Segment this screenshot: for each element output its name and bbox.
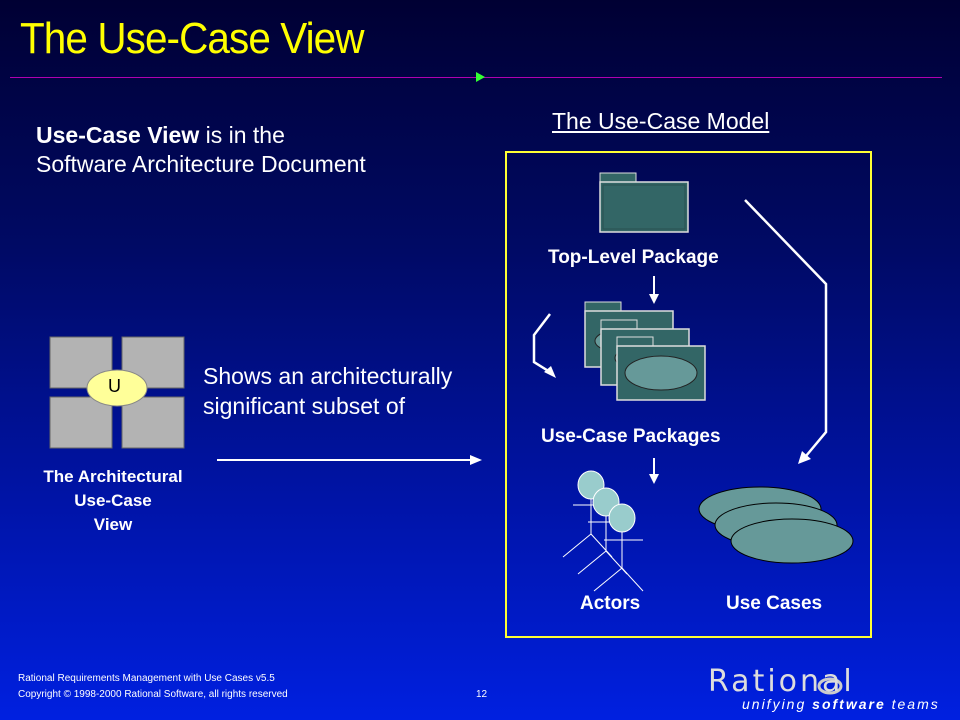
- shows-line1: Shows an architecturally: [203, 363, 453, 389]
- left-bracket-arrow-icon: [532, 313, 556, 378]
- shows-line2: significant subset of: [203, 393, 406, 419]
- down-arrow-icon: [649, 276, 659, 304]
- top-level-package-label: Top-Level Package: [548, 247, 719, 268]
- shows-arrow-icon: [217, 455, 482, 465]
- caption-line3: View: [93, 515, 133, 534]
- tagline-post: teams: [885, 696, 940, 712]
- use-case-packages-icon: [584, 301, 706, 401]
- architecture-badge: U: [108, 376, 121, 396]
- caption-line1: The Architectural: [43, 467, 183, 486]
- tagline-pre: unifying: [742, 696, 813, 712]
- down-arrow-icon-2: [649, 458, 659, 484]
- intro-text: Use-Case View is in the Software Archite…: [36, 121, 366, 179]
- intro-bold: Use-Case View: [36, 122, 200, 148]
- top-level-package-icon: [599, 172, 689, 233]
- green-arrow-icon: [476, 72, 485, 82]
- right-bracket-arrow-icon: [744, 199, 828, 464]
- caption-line2: Use-Case: [74, 491, 152, 510]
- tagline-highlight: software: [812, 696, 886, 712]
- intro-rest: is in the: [199, 122, 285, 148]
- page-number: 12: [476, 689, 488, 700]
- use-case-model-box: [505, 151, 872, 638]
- model-heading: The Use-Case Model: [552, 108, 770, 134]
- rational-logo-icon: [817, 677, 843, 695]
- use-cases-label: Use Cases: [726, 593, 823, 614]
- use-cases-icon: [698, 486, 854, 564]
- footer-course: Rational Requirements Management with Us…: [18, 673, 275, 684]
- architectural-view-caption: The Architectural Use-Case View: [18, 465, 208, 537]
- actors-icon: [562, 470, 644, 592]
- rational-tagline: unifying software teams: [742, 696, 940, 712]
- intro-line2: Software Architecture Document: [36, 151, 366, 177]
- architectural-view-icon: [49, 336, 185, 449]
- footer-copyright: Copyright © 1998-2000 Rational Software,…: [18, 689, 288, 700]
- use-case-packages-label: Use-Case Packages: [541, 426, 721, 447]
- shows-text: Shows an architecturally significant sub…: [203, 361, 452, 421]
- rational-logo-text: Rational: [708, 664, 855, 699]
- actors-label: Actors: [580, 593, 641, 614]
- slide-title: The Use-Case View: [20, 14, 365, 63]
